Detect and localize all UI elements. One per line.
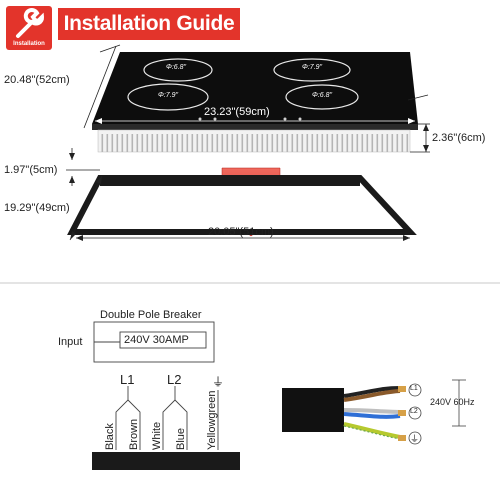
cutout-depth-label: 19.29"(49cm) — [4, 202, 70, 214]
cooktop-height-label: 2.36"(6cm) — [432, 132, 486, 144]
terminal-l2 — [408, 406, 422, 420]
wire-blue — [343, 412, 401, 419]
terminal-ground — [408, 431, 422, 445]
zone-label-2: Φ:7.9" — [302, 64, 323, 71]
input-label: Input — [58, 336, 83, 348]
cutout-dimensions — [66, 148, 410, 241]
cutout-gap-label: 1.97"(5cm) — [4, 164, 58, 176]
zone-label-3: Φ:7.9" — [158, 92, 179, 99]
wire-label-black: Black — [104, 423, 116, 450]
vent-housing — [97, 129, 411, 153]
builtin-label: Built-in — [228, 207, 274, 222]
glass-top — [92, 52, 418, 124]
badge-label: Installation — [13, 41, 45, 47]
zone-label-1: Φ:6.8" — [166, 64, 187, 71]
wire-white — [343, 408, 401, 414]
wire-black — [343, 386, 401, 398]
installation-badge: Installation — [6, 6, 52, 50]
rating-box — [119, 331, 207, 349]
cooktop — [92, 52, 418, 153]
ground-icon: ⏚ — [212, 375, 225, 389]
cooktop-depth-label: 20.48"(52cm) — [4, 74, 70, 86]
zone-ring-4 — [285, 84, 359, 110]
wire-label-yellowgreen: Yellowgreen — [206, 390, 218, 450]
wire-yellowgreen — [343, 422, 401, 439]
cable-diagram — [282, 379, 466, 445]
terminal-l1 — [408, 383, 422, 397]
l1-label: L1 — [120, 372, 135, 387]
zone-ring-3 — [127, 83, 209, 111]
cable-l2-label: L2 — [410, 408, 418, 415]
breaker-title: Double Pole Breaker — [100, 309, 202, 321]
glass-edge — [92, 124, 418, 130]
cutout-frame — [67, 175, 417, 235]
cooktop-dimensions — [83, 44, 430, 153]
wrench-icon — [16, 8, 44, 38]
wire-label-blue: Blue — [175, 427, 187, 450]
cable-ground-icon: ⏚ — [410, 435, 420, 445]
zone-label-4: Φ:6.8" — [312, 92, 333, 99]
cable-l1-label: L1 — [410, 385, 418, 392]
appliance-block — [92, 452, 240, 470]
cable-jacket — [282, 388, 344, 432]
wire-brown — [343, 389, 401, 402]
cutout-width-label: 20.05"(51cm) — [208, 226, 274, 238]
wire-label-brown: Brown — [128, 418, 140, 450]
breaker-rating: 240V 30AMP — [124, 334, 189, 346]
zone-ring-2 — [273, 58, 351, 82]
page-title: Installation Guide — [63, 12, 235, 35]
cooktop-width-label: 23.23"(59cm) — [204, 106, 270, 118]
wire-label-white: White — [151, 421, 163, 450]
l2-label: L2 — [167, 372, 182, 387]
wiring-schematic — [92, 321, 240, 470]
zone-ring-1 — [143, 58, 213, 82]
control-dots — [198, 117, 302, 121]
voltage-label: 240V 60Hz — [430, 397, 475, 407]
title-banner: Installation Guide — [58, 8, 240, 40]
